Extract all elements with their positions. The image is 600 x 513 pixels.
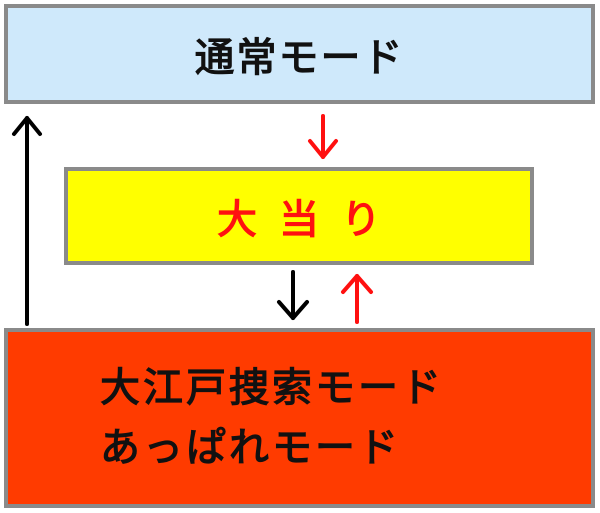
arrow-mode-to-jackpot — [341, 274, 373, 324]
special-mode-box: 大江戸捜索モード あっぱれモード — [4, 328, 595, 508]
edo-search-mode-label: 大江戸捜索モード — [100, 365, 444, 411]
normal-mode-label: 通常モード — [194, 35, 405, 81]
appare-mode-label: あっぱれモード — [100, 425, 401, 471]
arrow-mode-to-normal — [12, 116, 42, 326]
jackpot-box: 大当り — [64, 167, 534, 265]
arrow-normal-to-jackpot — [308, 114, 338, 159]
arrow-jackpot-to-mode — [277, 270, 309, 320]
normal-mode-box: 通常モード — [4, 4, 595, 104]
jackpot-label: 大当り — [217, 197, 403, 243]
